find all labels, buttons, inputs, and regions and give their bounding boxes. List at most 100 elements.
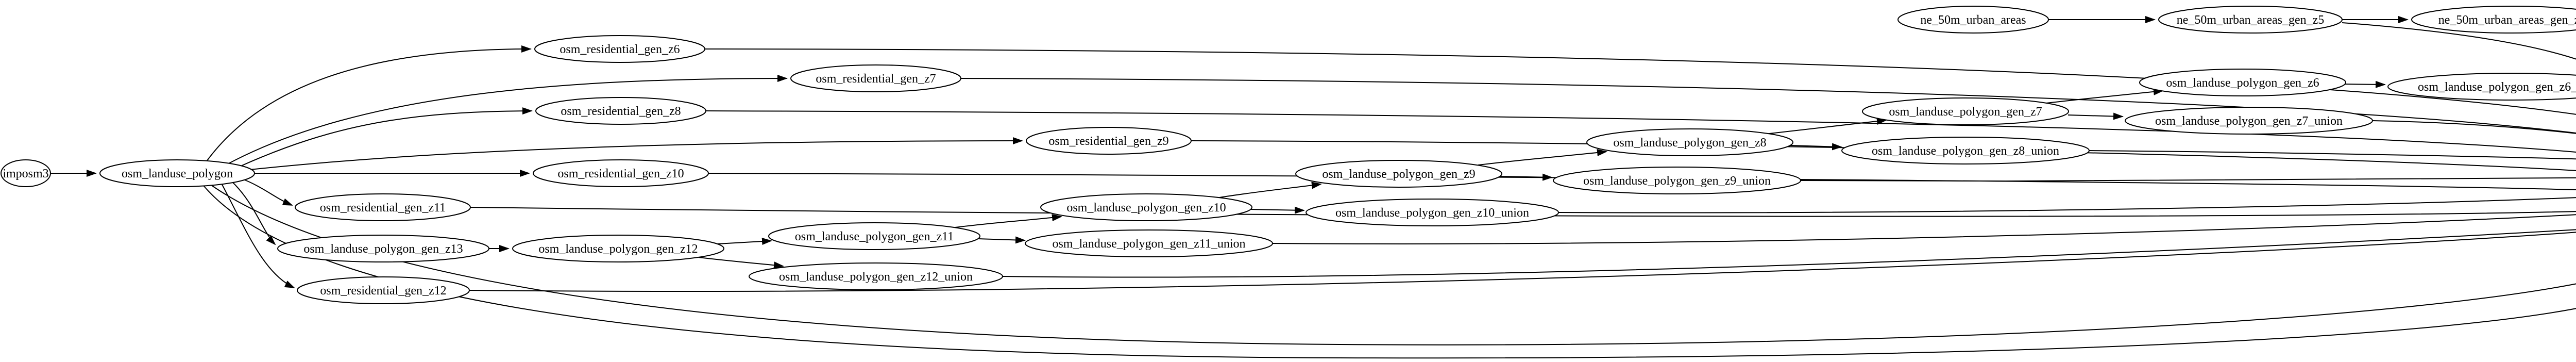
graph-edge [1219,182,1322,198]
node-osm-landuse-polygon-gen-z8: osm_landuse_polygon_gen_z8 [1586,128,1793,156]
node-osm-landuse-polygon-gen-z12: osm_landuse_polygon_gen_z12 [512,235,724,262]
node-ellipse [2139,69,2346,96]
node-label: osm_residential_gen_z6 [560,43,680,56]
node-label: osm_landuse_polygon_gen_z10_union [1335,206,1529,220]
node-osm-landuse-polygon-gen-z6: osm_landuse_polygon_gen_z6 [2139,69,2346,96]
node-ellipse [1295,160,1502,188]
node-label: osm_residential_gen_z11 [320,201,446,215]
node-ne-50m-urban-areas-gen-z5: ne_50m_urban_areas_gen_z5 [2158,6,2343,34]
node-ellipse [1306,199,1559,226]
graph-edge [2341,80,2386,88]
graph-edge [2089,150,2576,160]
graph-edge [717,238,772,245]
node-osm-residential-gen-z11: osm_residential_gen_z11 [295,193,471,221]
graph-edge [955,214,1062,228]
graph-edge [2041,88,2164,104]
node-osm-landuse-polygon-gen-z11-union: osm_landuse_polygon_gen_z11_union [1025,229,1273,257]
node-ne-50m-urban-areas: ne_50m_urban_areas [1897,6,2049,34]
node-ellipse [295,193,471,221]
node-ellipse [2411,6,2576,34]
graph-edge [1250,206,1305,214]
node-label: imposm3 [3,167,48,180]
node-ellipse [1040,193,1252,221]
node-label: osm_landuse_polygon_gen_z9_union [1583,174,1771,188]
node-osm-landuse-polygon-gen-z7: osm_landuse_polygon_gen_z7 [1862,97,2069,125]
node-osm-residential-gen-z6: osm_residential_gen_z6 [534,35,705,63]
node-ellipse [1026,127,1192,155]
node-ellipse [277,235,489,262]
node-osm-landuse-polygon-gen-z10: osm_landuse_polygon_gen_z10 [1040,193,1252,221]
node-ellipse [1553,167,1801,194]
node-label: osm_residential_gen_z7 [816,72,936,86]
graph-edge [1558,197,2576,213]
node-ellipse [1,159,51,187]
node-osm-landuse-polygon-gen-z12-union: osm_landuse_polygon_gen_z12_union [749,262,1003,290]
node-osm-residential-gen-z7: osm_residential_gen_z7 [790,64,961,92]
node-ellipse [1897,6,2049,34]
graph-nodes: imposm3 osm_landuse_polygon osm_resident… [1,6,2576,304]
graph-edge [705,110,2576,153]
graph-edge [1765,118,1887,135]
node-ellipse [768,222,980,250]
node-osm-landuse-polygon-gen-z11: osm_landuse_polygon_gen_z11 [768,222,980,250]
node-ellipse [2158,6,2343,34]
graph-edge [242,178,293,206]
node-ellipse [749,262,1003,290]
node-label: ne_50m_urban_areas [1920,13,2026,27]
node-ellipse [512,235,724,262]
node-label: osm_landuse_polygon_gen_z9 [1322,168,1475,181]
node-osm-residential-gen-z9: osm_residential_gen_z9 [1026,127,1192,155]
graph-edge [1478,149,1607,166]
node-ellipse [790,64,961,92]
node-ellipse [297,276,470,304]
node-osm-landuse-polygon-gen-z6-union: osm_landuse_polygon_gen_z6_union [2387,73,2576,101]
graph-edge [249,137,1023,170]
graph-edge [1272,214,2576,244]
node-imposm3: imposm3 [1,159,51,187]
graph-edge [698,257,784,269]
node-label: osm_landuse_polygon_gen_z8 [1613,136,1766,150]
graph-edge [226,75,788,165]
node-label: ne_50m_urban_areas_gen_z5 [2177,13,2325,27]
node-ellipse [1025,229,1273,257]
node-osm-landuse-polygon: osm_landuse_polygon [99,159,255,187]
node-ellipse [2125,107,2373,135]
node-osm-landuse-polygon-gen-z13: osm_landuse_polygon_gen_z13 [277,235,489,262]
node-label: osm_landuse_polygon_gen_z6 [2166,76,2319,90]
node-osm-landuse-polygon-gen-z8-union: osm_landuse_polygon_gen_z8_union [1841,137,2090,164]
node-osm-residential-gen-z8: osm_residential_gen_z8 [535,97,706,125]
graph-edge [469,232,2576,292]
graph-edge [977,236,1026,244]
node-label: osm_landuse_polygon_gen_z7 [1889,105,2042,119]
graph-edge [1790,143,1842,151]
graph-edge [221,183,295,288]
graph-edge [239,107,533,167]
node-osm-landuse-polygon-gen-z10-union: osm_landuse_polygon_gen_z10_union [1306,199,1559,226]
graph-edge [704,48,2576,115]
node-label: ne_50m_urban_areas_gen_z4 [2438,13,2576,27]
node-label: osm_landuse_polygon_gen_z11_union [1052,237,1245,251]
node-ellipse [99,159,255,187]
node-ellipse [1586,128,1793,156]
graph-edge [960,78,2576,134]
node-osm-residential-gen-z12: osm_residential_gen_z12 [297,276,470,304]
node-osm-landuse-polygon-gen-z9-union: osm_landuse_polygon_gen_z9_union [1553,167,1801,194]
node-ellipse [535,97,706,125]
graph-edge [470,207,2576,217]
node-ellipse [533,159,709,187]
graph-edge [1002,229,2576,278]
graph-edge [2372,120,2576,134]
node-label: osm_landuse_polygon_gen_z8_union [1872,144,2059,158]
node-label: osm_landuse_polygon_gen_z7_union [2155,114,2343,128]
node-label: osm_landuse_polygon_gen_z10 [1066,201,1226,215]
graph-edge [231,181,276,245]
node-label: osm_landuse_polygon_gen_z13 [303,242,463,256]
node-label: osm_landuse_polygon_gen_z12 [538,242,698,256]
graph-edge [1800,178,2576,182]
node-label: osm_residential_gen_z10 [557,167,684,180]
node-label: osm_landuse_polygon_gen_z6_union [2418,80,2576,94]
node-osm-landuse-polygon-gen-z7-union: osm_landuse_polygon_gen_z7_union [2125,107,2373,135]
graph-edge [206,45,532,162]
graph-edge [2067,112,2124,120]
